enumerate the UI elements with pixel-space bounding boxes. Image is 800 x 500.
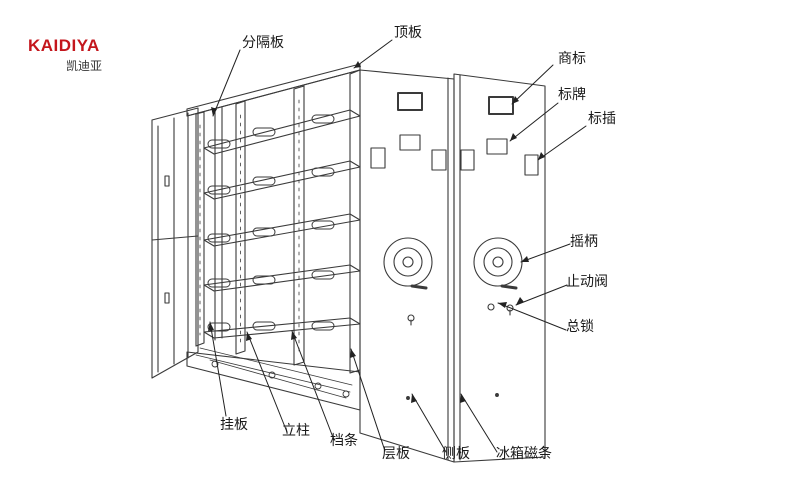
label-trademark: 商标 xyxy=(558,51,586,67)
label-side-panel: 侧板 xyxy=(442,446,470,462)
label-divider-panel: 分隔板 xyxy=(242,35,284,51)
leader-lines xyxy=(209,39,587,453)
label-stop-valve: 止动阀 xyxy=(566,274,608,290)
leader-arrowheads xyxy=(208,61,545,403)
brand-logo: KAIDIYA 凯迪亚 xyxy=(28,36,138,74)
label-label-holder: 标插 xyxy=(588,111,616,127)
label-shelf-board: 层板 xyxy=(382,446,410,462)
label-master-lock: 总锁 xyxy=(566,319,594,335)
label-magnetic-strip: 冰箱磁条 xyxy=(496,446,552,462)
label-top-panel: 顶板 xyxy=(394,25,422,41)
label-hanging-plate: 挂板 xyxy=(220,417,248,433)
label-nameplate: 标牌 xyxy=(558,87,586,103)
label-crank-handle: 摇柄 xyxy=(570,234,598,250)
shelf-bay xyxy=(186,69,361,411)
mobile-cabinet-front-1 xyxy=(359,69,455,463)
fixed-cabinet xyxy=(151,107,199,379)
label-column: 立柱 xyxy=(282,423,310,439)
logo-chinese: 凯迪亚 xyxy=(66,59,103,73)
logo-latin: KAIDIYA xyxy=(28,36,100,55)
mobile-cabinet-front-2 xyxy=(453,73,546,463)
label-stop-bar: 档条 xyxy=(330,433,358,449)
